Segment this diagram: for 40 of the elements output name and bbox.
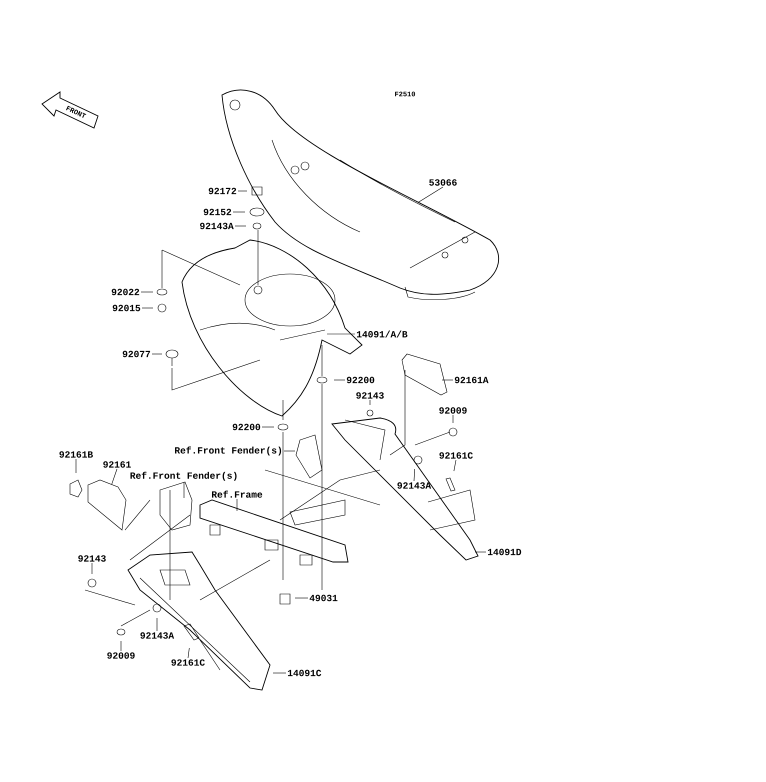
part-number: 92161C <box>439 452 473 459</box>
part-number: 92143A <box>397 482 432 489</box>
leader-line <box>272 672 286 674</box>
part-number: 92077 <box>122 350 150 358</box>
leader-line <box>156 618 158 632</box>
part-number: 92143A <box>200 222 234 230</box>
part-number: 14091D <box>488 548 522 556</box>
leader-line <box>120 640 122 652</box>
part-number: 92161B <box>59 451 93 458</box>
part-number: Ref.Front Fender(s) <box>130 472 237 481</box>
part-number: 92161 <box>103 461 131 468</box>
part-number: 92152 <box>204 208 232 216</box>
part-number: 92200 <box>346 376 374 384</box>
part-number: 53066 <box>429 179 457 186</box>
part-number: 92022 <box>112 288 140 296</box>
part-number: Ref.Frame <box>212 490 262 498</box>
part-number: 14091C <box>288 670 322 676</box>
part-number: 92161C <box>171 659 205 666</box>
part-number: 92161A <box>454 376 489 384</box>
leader-line <box>454 460 456 472</box>
part-number: 92009 <box>439 407 467 414</box>
leader-line <box>188 648 190 658</box>
part-number: 92015 <box>112 304 140 312</box>
leader-line <box>236 498 238 512</box>
leader-line <box>284 450 296 452</box>
part-number: 92200 <box>232 424 260 430</box>
leader-line <box>414 468 415 482</box>
part-number: 92143A <box>140 632 174 639</box>
leader-line <box>111 468 118 485</box>
part-number: 49031 <box>310 594 338 602</box>
part-number: 92143 <box>356 392 384 399</box>
part-number: 14091/A/B <box>356 330 408 338</box>
leader-line <box>452 414 454 424</box>
leader-line <box>418 186 444 203</box>
leader-line <box>238 190 248 192</box>
part-number: 92009 <box>107 652 135 659</box>
leader-line <box>262 426 274 428</box>
part-number: 92172 <box>208 188 236 194</box>
part-number: 92143 <box>78 555 106 562</box>
part-number: Ref.Front Fender(s) <box>175 446 282 456</box>
